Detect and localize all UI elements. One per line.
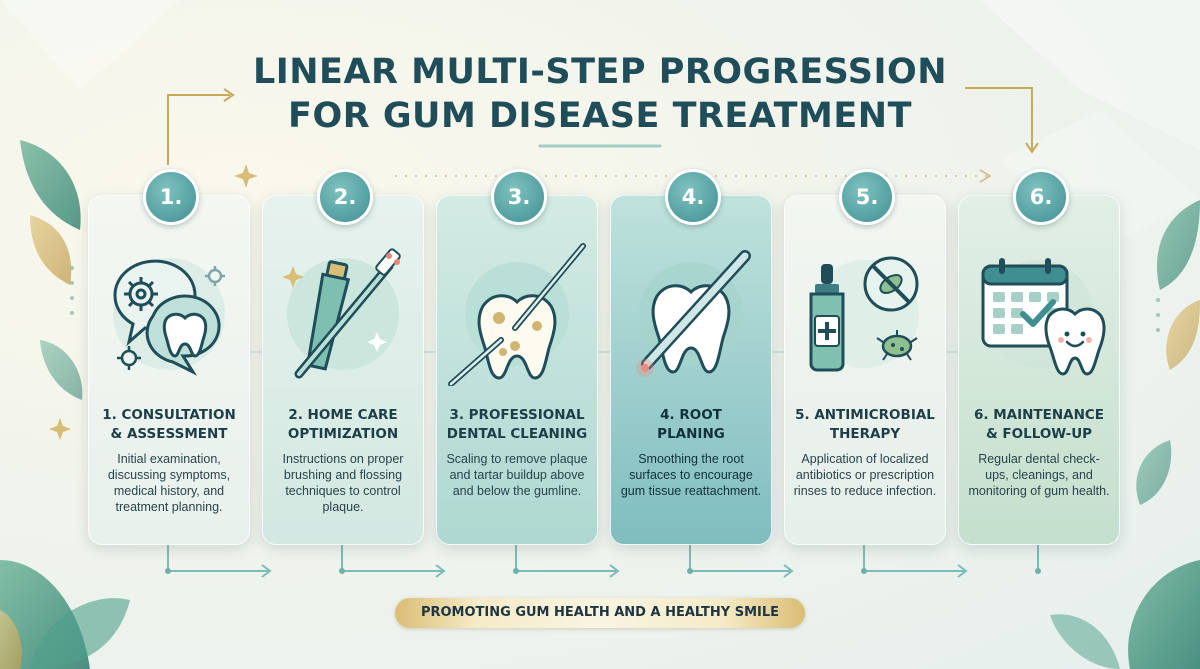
step-title-5: 5. ANTIMICROBIAL THERAPY [789,406,941,444]
step-title-4: 4. ROOT PLANING [615,406,767,444]
step-title-4-line-1: 4. ROOT [660,407,722,423]
step-badge-6: 6. [1013,169,1069,225]
step-title-2-line-2: OPTIMIZATION [287,426,399,442]
step-title-6: 6. MAINTENANCE & FOLLOW-UP [963,406,1115,444]
step-card-6: 6. MAINTENANCE & FOLLOW-UP Regular denta… [958,195,1120,545]
step-card-1: 1. CONSULTATION & ASSESSMENT Initial exa… [88,195,250,545]
step-card-2: 2. HOME CARE OPTIMIZATION Instructions o… [262,195,424,545]
step-title-1-line-2: & ASSESSMENT [110,426,228,442]
consultation-tooth-gears-icon [95,236,243,386]
step-title-3: 3. PROFESSIONAL DENTAL CLEANING [441,406,593,444]
step-title-3-line-1: 3. PROFESSIONAL [449,407,585,423]
step-desc-6: Regular dental check-ups, cleanings, and… [968,452,1110,498]
page-title-line-2: FOR GUM DISEASE TREATMENT [288,96,912,136]
step-desc-1: Initial examination, discussing symptoms… [107,452,231,514]
step-title-2: 2. HOME CARE OPTIMIZATION [267,406,419,444]
step-badge-4: 4. [665,169,721,225]
step-desc-4: Smoothing the root surfaces to encourage… [620,452,762,498]
step-card-5: 5. ANTIMICROBIAL THERAPY Application of … [784,195,946,545]
step-title-6-line-1: 6. MAINTENANCE [973,407,1105,423]
step-title-1-line-1: 1. CONSULTATION [102,407,236,423]
toothpaste-toothbrush-icon [269,236,417,386]
step-card-3: 3. PROFESSIONAL DENTAL CLEANING Scaling … [436,195,598,545]
step-desc-5: Application of localized antibiotics or … [793,452,937,498]
step-badge-1: 1. [143,169,199,225]
step-badge-5: 5. [839,169,895,225]
tooth-scaler-icon [443,236,591,387]
step-title-1: 1. CONSULTATION & ASSESSMENT [93,406,245,444]
step-title-4-line-2: PLANING [657,426,725,442]
step-card-4: 4. ROOT PLANING Smoothing the root surfa… [610,195,772,545]
page-title-line-1: LINEAR MULTI-STEP PROGRESSION [252,52,948,92]
step-desc-2: Instructions on proper brushing and flos… [282,452,404,514]
step-title-3-line-2: DENTAL CLEANING [446,426,588,442]
step-title-2-line-1: 2. HOME CARE [288,407,398,423]
step-badge-2: 2. [317,169,373,225]
step-title-6-line-2: & FOLLOW-UP [985,426,1093,442]
page-title: LINEAR MULTI-STEP PROGRESSION FOR GUM DI… [0,50,1200,138]
calendar-happy-tooth-icon [965,236,1113,386]
dropper-bottle-bacteria-icon [791,236,939,386]
tooth-root-planing-icon [617,236,765,386]
step-desc-3: Scaling to remove plaque and tartar buil… [446,452,588,498]
step-title-5-line-1: 5. ANTIMICROBIAL [795,407,935,423]
step-title-5-line-2: THERAPY [829,426,901,442]
step-badge-3: 3. [491,169,547,225]
footer-banner: PROMOTING GUM HEALTH AND A HEALTHY SMILE [395,598,805,628]
